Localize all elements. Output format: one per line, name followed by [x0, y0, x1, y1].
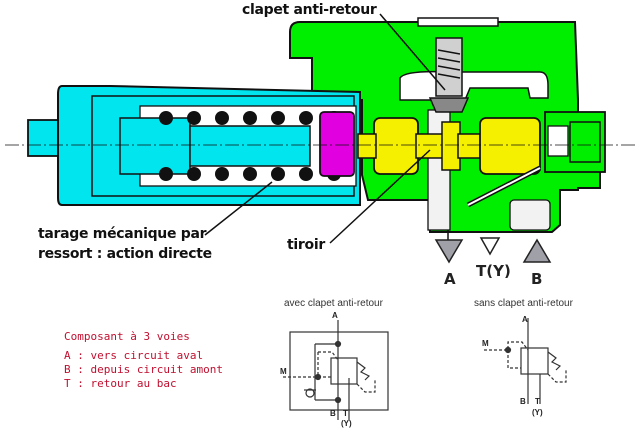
- legend-item: B : depuis circuit amont: [64, 363, 223, 376]
- sym1-port-y: (Y): [341, 419, 352, 428]
- symbol-without-check-valve: [484, 318, 567, 404]
- port-t-arrow: [479, 237, 501, 256]
- sym1-port-m: M: [280, 367, 287, 376]
- spool: [357, 117, 541, 175]
- sym2-port-t: T: [535, 397, 540, 406]
- check-valve-label: clapet anti-retour: [242, 2, 377, 18]
- port-t-label: T(Y): [476, 262, 511, 280]
- symbol-without-check-valve-title: sans clapet anti-retour: [474, 298, 573, 309]
- sym2-port-m: M: [482, 339, 489, 348]
- sym2-port-b: B: [520, 397, 526, 406]
- spring-setting-label-line1: tarage mécanique par: [38, 226, 207, 242]
- symbol-with-check-valve-title: avec clapet anti-retour: [284, 298, 383, 309]
- sym2-port-a: A: [522, 315, 528, 324]
- sym1-port-t: T: [343, 409, 348, 418]
- legend-title: Composant à 3 voies: [64, 330, 190, 343]
- sym1-port-a: A: [332, 311, 338, 320]
- symbol-with-check-valve: [283, 320, 389, 420]
- port-b-arrow: [522, 238, 552, 263]
- port-b-label: B: [531, 270, 543, 288]
- sym1-port-b: B: [330, 409, 336, 418]
- sym2-port-y: (Y): [532, 408, 543, 417]
- legend-item: A : vers circuit aval: [64, 349, 204, 362]
- spool-label: tiroir: [287, 237, 325, 253]
- port-a-label: A: [444, 270, 456, 288]
- leader-spring: [204, 181, 273, 236]
- legend-item: T : retour au bac: [64, 377, 177, 390]
- spring-setting-label-line2: ressort : action directe: [38, 246, 212, 262]
- piston: [319, 111, 355, 177]
- leader-spool: [329, 149, 431, 244]
- port-a-arrow: [434, 239, 464, 264]
- legend: Composant à 3 voies A : vers circuit ava…: [64, 330, 223, 391]
- leader-check-valve: [379, 13, 446, 91]
